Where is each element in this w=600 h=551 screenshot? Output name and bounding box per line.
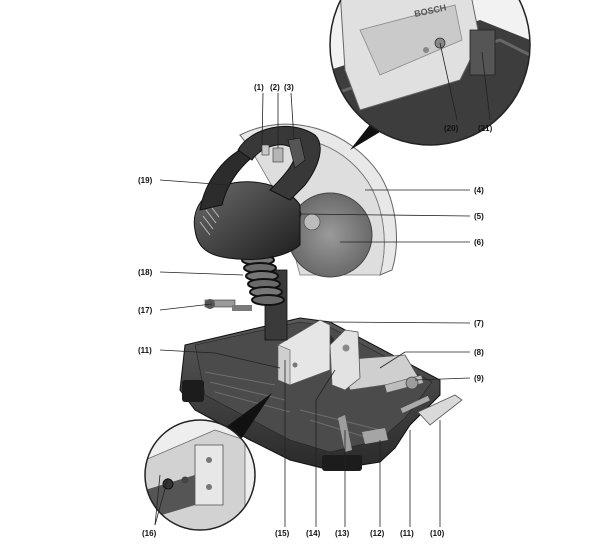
base-foot-front bbox=[322, 455, 362, 471]
detail-view-bottom bbox=[144, 393, 272, 531]
callout-20: (20) bbox=[444, 124, 459, 133]
callout-18: (18) bbox=[138, 268, 153, 277]
callout-15: (15) bbox=[275, 529, 290, 538]
callout-1: (1) bbox=[254, 83, 264, 92]
handle-grip bbox=[287, 137, 306, 169]
vise-jaw-front bbox=[277, 344, 291, 386]
base-clamp-slot bbox=[362, 428, 388, 444]
zoom-jaw-bolt bbox=[162, 478, 174, 490]
callout-19: (19) bbox=[138, 176, 153, 185]
lock-off-button bbox=[261, 144, 270, 156]
callout-16: (16) bbox=[142, 529, 157, 538]
callout-13: (13) bbox=[335, 529, 350, 538]
saw-illustration bbox=[179, 123, 463, 471]
zoom-clamp-block bbox=[469, 29, 496, 76]
callout-6: (6) bbox=[474, 238, 484, 247]
zoom-pointer-bottom bbox=[222, 393, 272, 438]
fence-screw bbox=[342, 344, 350, 352]
callout-11-left: (11) bbox=[138, 346, 152, 355]
callout-12: (12) bbox=[370, 529, 385, 538]
callout-17: (17) bbox=[138, 306, 153, 315]
callout-10: (10) bbox=[430, 529, 445, 538]
callout-5: (5) bbox=[474, 212, 484, 221]
vise-jaw-screw bbox=[292, 362, 298, 368]
spindle-bar bbox=[400, 395, 430, 414]
callout-8: (8) bbox=[474, 348, 484, 357]
depth-stop-screw bbox=[204, 299, 236, 308]
callout-9: (9) bbox=[474, 374, 484, 383]
zoom-pointer-top bbox=[350, 122, 380, 150]
vise-knob bbox=[405, 376, 419, 390]
base-foot-left bbox=[182, 380, 204, 402]
callout-11-bottom: (11) bbox=[400, 529, 414, 538]
callout-4: (4) bbox=[474, 186, 484, 195]
base-grooves bbox=[204, 371, 381, 441]
callout-labels: (1) (2) (3) (19) (4) (5) (6) (18) (17) (… bbox=[138, 83, 493, 538]
callout-7: (7) bbox=[474, 319, 484, 328]
transport-lock-pin bbox=[232, 305, 252, 311]
adjustable-fence bbox=[329, 329, 361, 391]
detail-view-top: BOSCH bbox=[329, 0, 531, 150]
callout-14: (14) bbox=[306, 529, 321, 538]
disc-flange bbox=[303, 213, 321, 231]
zoom-vise-jaw bbox=[194, 444, 224, 506]
motor-vents bbox=[199, 203, 220, 236]
cutting-disc bbox=[287, 192, 373, 278]
on-off-switch bbox=[272, 147, 284, 163]
callout-21: (21) bbox=[478, 124, 493, 133]
callout-2: (2) bbox=[270, 83, 280, 92]
spindle-handle bbox=[417, 394, 463, 426]
leader-lines bbox=[154, 42, 491, 527]
return-spring bbox=[241, 254, 285, 306]
callout-3: (3) bbox=[284, 83, 294, 92]
